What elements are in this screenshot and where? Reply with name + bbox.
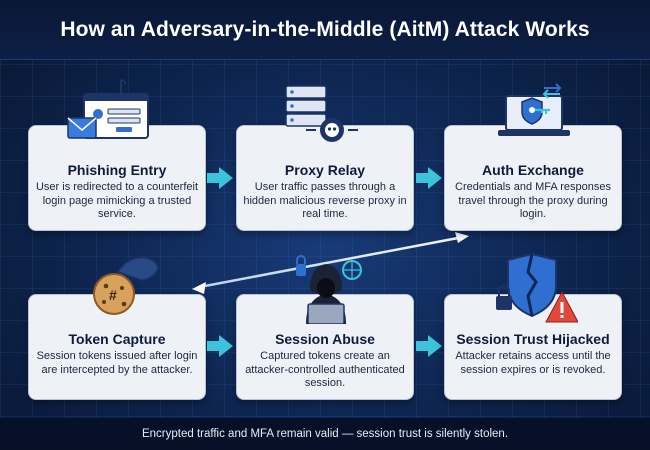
connector-arrow-4-5 [207,335,233,357]
laptop-shield-key-icon [498,83,570,136]
step-card-phishing-entry: Phishing Entry User is redirected to a c… [28,125,206,231]
step-card-session-trust-hijacked: Session Trust Hijacked Attacker retains … [444,294,622,400]
step-card-auth-exchange: Auth Exchange Credentials and MFA respon… [444,125,622,231]
step-description: User is redirected to a counterfeit logi… [35,181,199,220]
connector-arrow-2-3 [416,167,442,189]
connector-arrow-1-2 [207,167,233,189]
connector-arrow-5-6 [416,335,442,357]
step-description: Captured tokens create an attacker-contr… [245,350,405,389]
step-title: Session Abuse [275,331,375,347]
step-description: Credentials and MFA responses travel thr… [455,181,611,220]
step-title: Token Capture [68,331,166,347]
step-card-proxy-relay: Proxy Relay User traffic passes through … [236,125,414,231]
step-description: User traffic passes through a hidden mal… [243,181,407,220]
server-proxy-skull-icon [285,85,358,142]
footer-bar: Encrypted traffic and MFA remain valid —… [0,418,650,450]
diagram-title: How an Adversary-in-the-Middle (AitM) At… [60,17,590,41]
phishing-email-login-icon [67,79,149,139]
step-title: Session Trust Hijacked [456,331,610,347]
step-title: Proxy Relay [284,162,366,178]
broken-shield-warning-icon [496,252,578,323]
svg-text:#: # [109,287,117,303]
step-description: Attacker retains access until the sessio… [455,350,611,376]
step-title: Auth Exchange [482,162,584,178]
step-description: Session tokens issued after login are in… [36,350,198,376]
footer-caption: Encrypted traffic and MFA remain valid —… [141,428,509,440]
hand-grabbing-cookie-icon: # [93,257,159,315]
title-bar: How an Adversary-in-the-Middle (AitM) At… [0,0,650,60]
step-title: Phishing Entry [67,162,167,178]
hooded-hacker-icon [296,255,362,324]
